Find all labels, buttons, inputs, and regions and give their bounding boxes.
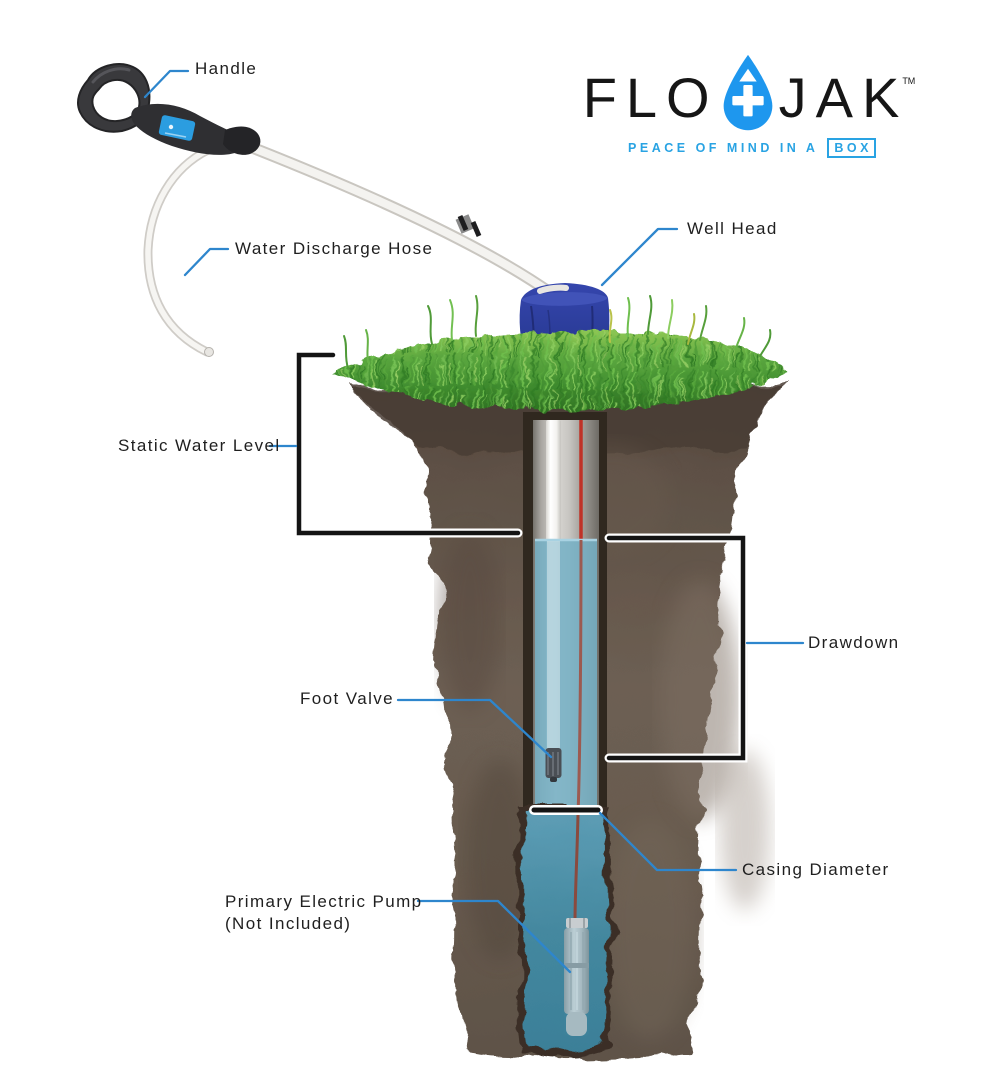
electric-pump [564,918,589,1036]
brand-logo: FLO JAK TM PEACE OF MIND IN A BOX [582,52,922,158]
drawdown-bracket [604,533,748,763]
electric-cable-deep [573,813,580,923]
water-drop-plus-icon [723,54,772,131]
tagline-box-badge: BOX [827,138,876,158]
callout-handle: Handle [195,59,258,78]
callout-primary-electric-pump-line2: (Not Included) [225,914,352,933]
electric-pump-leader-line [416,899,572,974]
callout-drawdown: Drawdown [808,633,900,652]
hose-leader-line [183,247,230,277]
hand-pump-assembly [77,63,558,357]
logo-wordmark: FLO JAK TM [582,52,922,131]
logo-text-jak: JAK [778,66,909,129]
foot-valve-leader-line [396,698,553,759]
casing-water [535,539,597,814]
callout-casing-diameter: Casing Diameter [742,860,890,879]
well-head-leader-line [600,227,679,287]
handle-leader-line [143,69,190,99]
pump-rod [232,136,558,300]
logo-text-flo: FLO [582,66,719,129]
brand-tagline: PEACE OF MIND IN A BOX [582,138,922,158]
casing-diameter-leader-line [598,811,738,872]
drop-pipe-underwater [547,541,560,750]
leader-lines [143,69,805,974]
water-discharge-hose [143,145,214,357]
tagline-text: PEACE OF MIND IN A [628,141,819,155]
callout-primary-electric-pump-line1: Primary Electric Pump [225,892,423,911]
callout-static-water-level: Static Water Level [118,436,281,455]
static-water-level-bracket [294,350,523,538]
pump-handle [77,63,261,155]
callout-water-discharge-hose: Water Discharge Hose [235,239,434,258]
callout-well-head: Well Head [687,219,778,238]
trademark-symbol: TM [902,76,916,86]
electric-cable-lower [576,539,583,815]
callout-primary-electric-pump: Primary Electric Pump (Not Included) [225,891,423,935]
underground-cross-section [348,382,784,1059]
stray-grass-blades [343,295,772,369]
grass-mound [332,295,788,411]
callout-foot-valve: Foot Valve [300,689,395,708]
